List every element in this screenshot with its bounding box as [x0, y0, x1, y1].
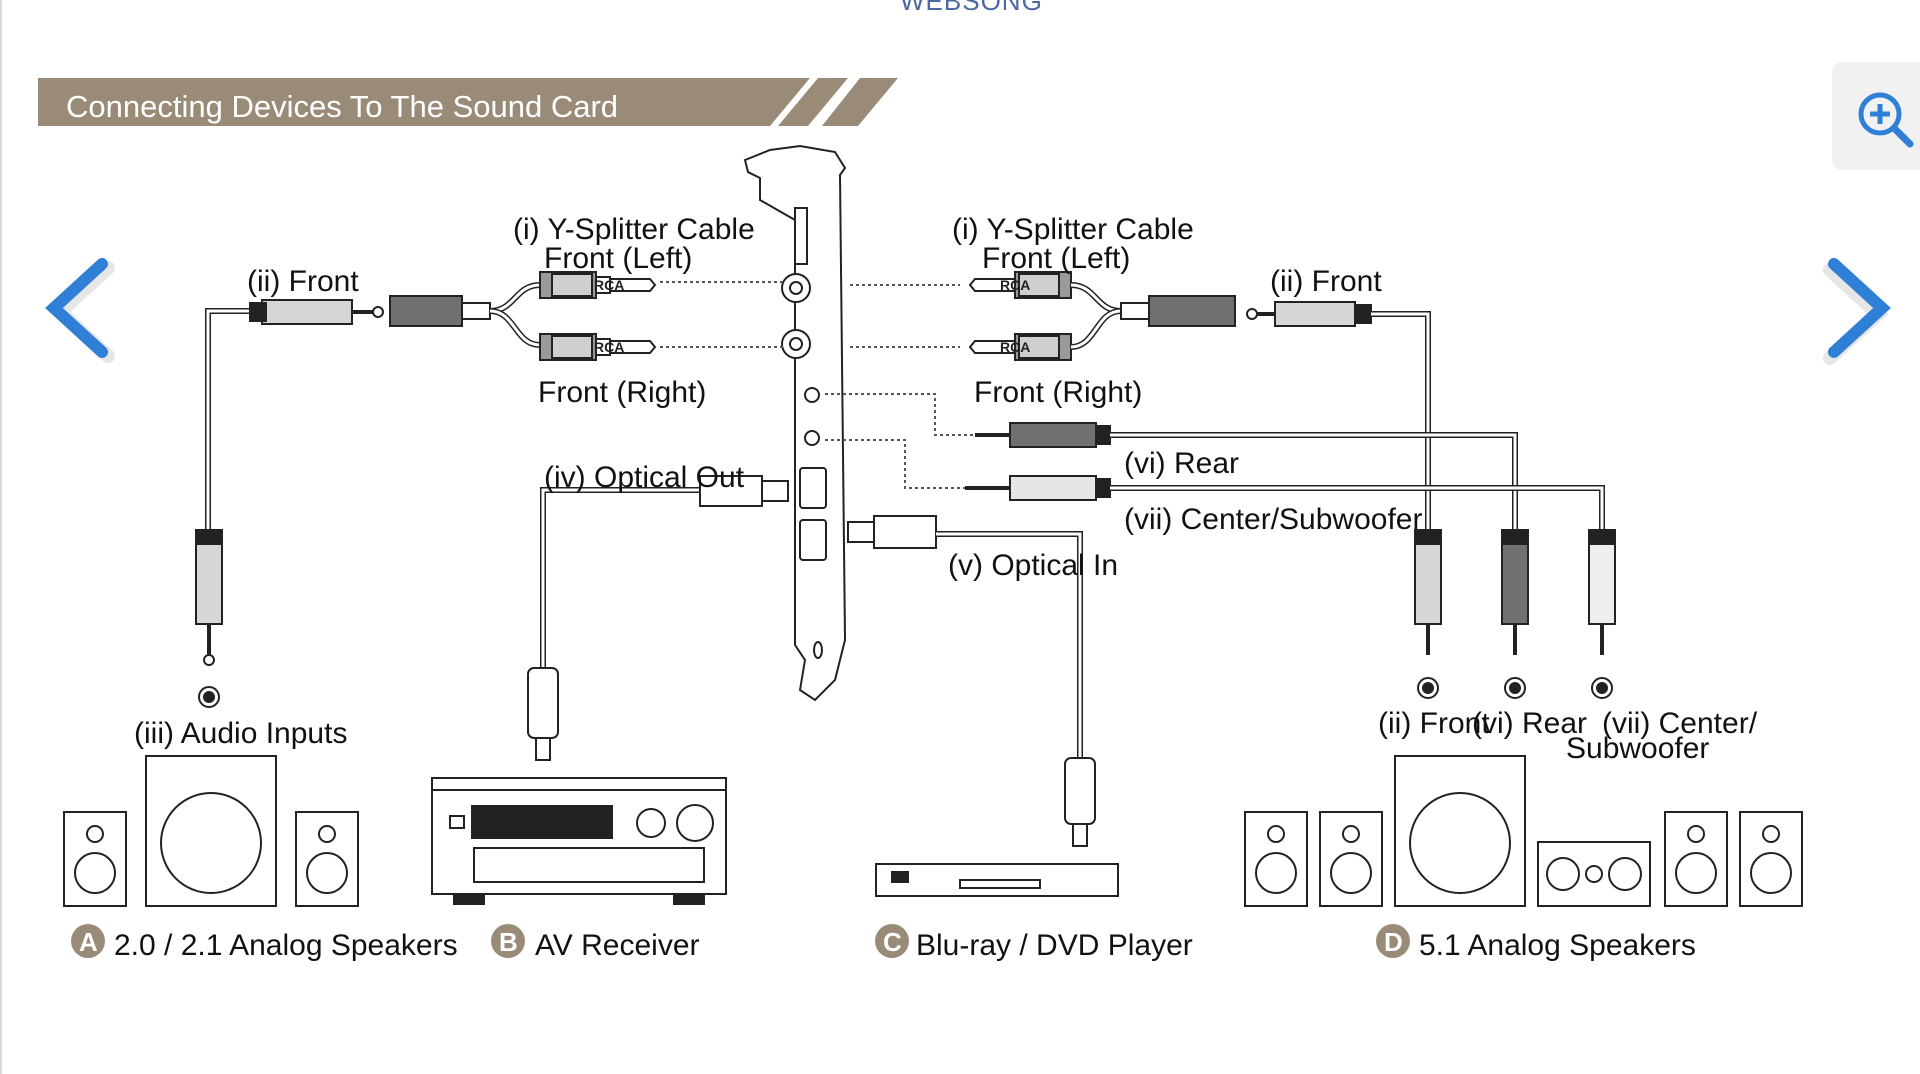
- label-y-splitter-right: (i) Y-Splitter Cable: [952, 213, 1194, 246]
- device-label: AV Receiver: [535, 929, 700, 962]
- label-d-rear: (vi) Rear: [1472, 707, 1587, 740]
- zoom-in-icon: [1858, 92, 1914, 148]
- next-button[interactable]: [1818, 250, 1908, 370]
- label-front-left-left: Front (Left): [544, 242, 692, 275]
- speakers-d: [1244, 755, 1803, 907]
- right-front-cable: [1246, 301, 1431, 540]
- window-edge: [0, 0, 2, 1074]
- left-y-splitter: [389, 271, 657, 361]
- banner: Connecting Devices To The Sound Card: [38, 78, 898, 126]
- device-letter: D: [1384, 927, 1403, 957]
- label-d-center: (vii) Center/: [1602, 707, 1758, 740]
- device-letter: C: [883, 927, 902, 957]
- label-front-left-right: Front (Left): [982, 242, 1130, 275]
- device-letter: B: [499, 927, 518, 957]
- left-front-cable: [195, 299, 384, 708]
- rca-tag: RCA: [594, 339, 624, 355]
- speaker-d-plugs: [1414, 529, 1616, 699]
- device-label: Blu-ray / DVD Player: [916, 929, 1193, 962]
- label-d-subwoofer: Subwoofer: [1566, 732, 1709, 765]
- label-front-ii-right: (ii) Front: [1270, 265, 1382, 298]
- port-leaders: [660, 281, 975, 489]
- previous-button[interactable]: [28, 250, 118, 370]
- label-d-front: (ii) Front: [1378, 707, 1490, 740]
- banner-title: Connecting Devices To The Sound Card: [66, 89, 618, 124]
- label-front-ii-left: (ii) Front: [247, 265, 359, 298]
- rear-center-cables: [965, 422, 1605, 540]
- device-label: 2.0 / 2.1 Analog Speakers: [114, 929, 458, 962]
- bluray-player: [875, 863, 1119, 897]
- device-caption-b: B AV Receiver: [491, 924, 700, 962]
- optical-out-cable: [527, 475, 789, 761]
- rca-tag: RCA: [1000, 277, 1030, 293]
- device-caption-a: A 2.0 / 2.1 Analog Speakers: [71, 924, 458, 962]
- rca-tag: RCA: [594, 277, 624, 293]
- right-y-splitter: [968, 271, 1236, 361]
- chevron-left-icon: [45, 258, 115, 363]
- device-caption-c: C Blu-ray / DVD Player: [875, 924, 1193, 962]
- av-receiver: [431, 777, 727, 905]
- device-caption-d: D 5.1 Analog Speakers: [1376, 924, 1696, 962]
- label-front-right-right: Front (Right): [974, 376, 1142, 409]
- zoom-button[interactable]: [1832, 62, 1920, 170]
- label-optical-in: (v) Optical In: [948, 549, 1118, 582]
- optical-in-cable: [847, 515, 1096, 847]
- rca-tag: RCA: [1000, 339, 1030, 355]
- speakers-a: [63, 755, 359, 907]
- device-label: 5.1 Analog Speakers: [1419, 929, 1696, 962]
- label-optical-out: (iv) Optical Out: [544, 461, 745, 494]
- device-letter: A: [79, 927, 98, 957]
- chevron-right-icon: [1823, 258, 1891, 365]
- label-y-splitter-left: (i) Y-Splitter Cable: [513, 213, 755, 246]
- label-center-sub-vii: (vii) Center/Subwoofer: [1124, 503, 1422, 536]
- label-front-right-left: Front (Right): [538, 376, 706, 409]
- label-audio-inputs: (iii) Audio Inputs: [134, 717, 347, 750]
- sound-card-bracket: [743, 144, 847, 702]
- label-rear-vi: (vi) Rear: [1124, 447, 1239, 480]
- cut-off-title: WEBSONG: [900, 0, 1043, 16]
